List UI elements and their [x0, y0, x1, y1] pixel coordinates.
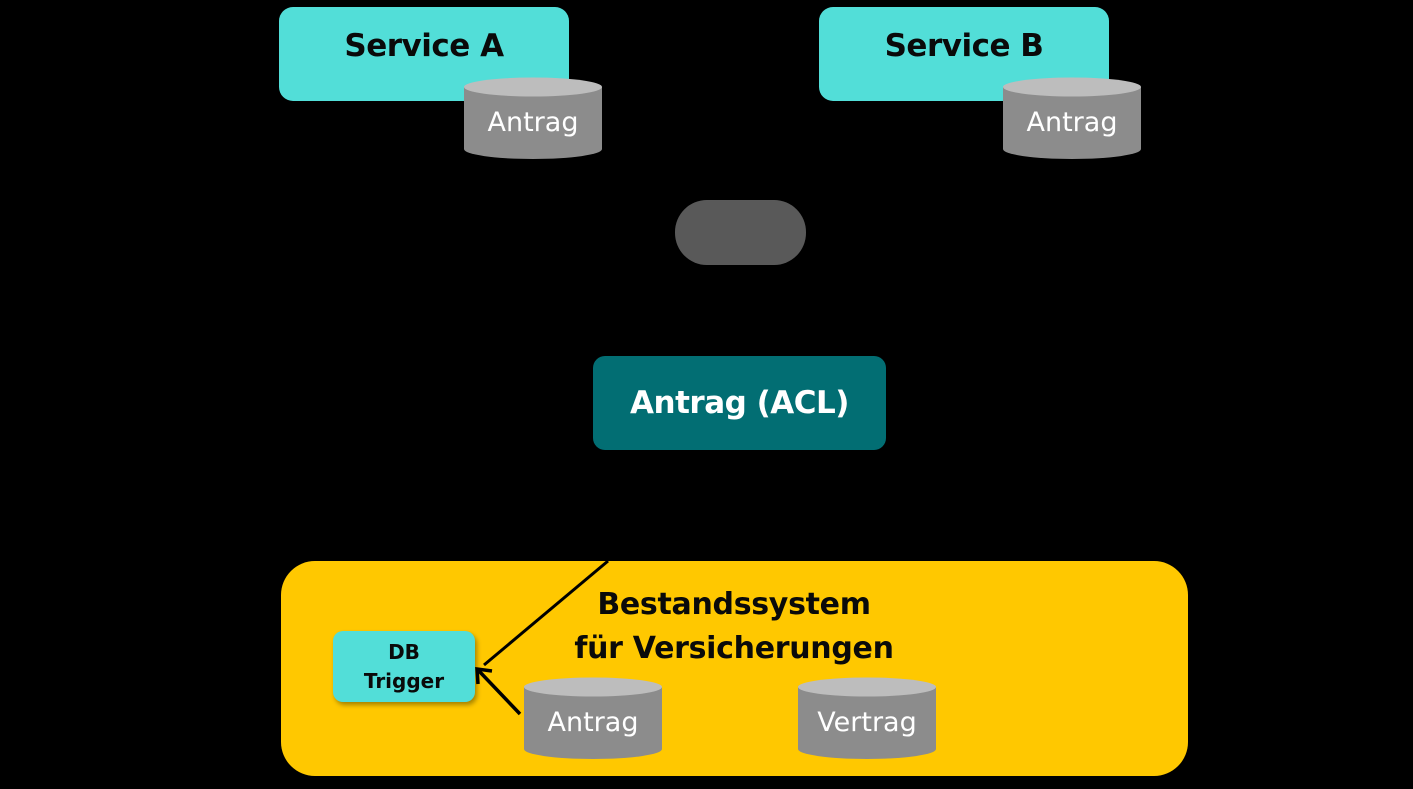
- database-icon: [1003, 77, 1141, 159]
- trigger-line-2: Trigger: [363, 668, 445, 693]
- service-b-antrag-database: Antrag: [1002, 77, 1142, 161]
- database-icon: [524, 677, 662, 759]
- title-line-2: für Versicherungen: [574, 631, 894, 666]
- database-icon: [464, 77, 602, 159]
- bestand-antrag-database: Antrag: [523, 677, 663, 761]
- bestandssystem-title: Bestandssystem für Versicherungen: [534, 583, 934, 671]
- antrag-to-trigger-arrow: [477, 669, 522, 716]
- arrowhead-icon: [475, 666, 493, 685]
- db-trigger-box[interactable]: DB Trigger: [333, 631, 475, 702]
- database-icon: [798, 677, 936, 759]
- antrag-acl-box[interactable]: Antrag (ACL): [593, 356, 886, 450]
- database-label: Vertrag: [817, 707, 917, 738]
- acl-label: Antrag (ACL): [630, 385, 849, 421]
- service-a-label: Service A: [344, 28, 504, 64]
- database-label: Antrag: [547, 707, 639, 738]
- acl-to-trigger-line: [483, 559, 609, 667]
- service-a-antrag-database: Antrag: [463, 77, 603, 161]
- database-label: Antrag: [1026, 107, 1118, 138]
- title-line-1: Bestandssystem: [597, 587, 871, 622]
- service-b-label: Service B: [884, 28, 1044, 64]
- message-broker-pill: [675, 200, 806, 265]
- bestand-vertrag-database: Vertrag: [797, 677, 937, 761]
- trigger-line-1: DB: [388, 639, 420, 664]
- service-a-box[interactable]: Service A: [279, 7, 569, 101]
- database-label: Antrag: [487, 107, 579, 138]
